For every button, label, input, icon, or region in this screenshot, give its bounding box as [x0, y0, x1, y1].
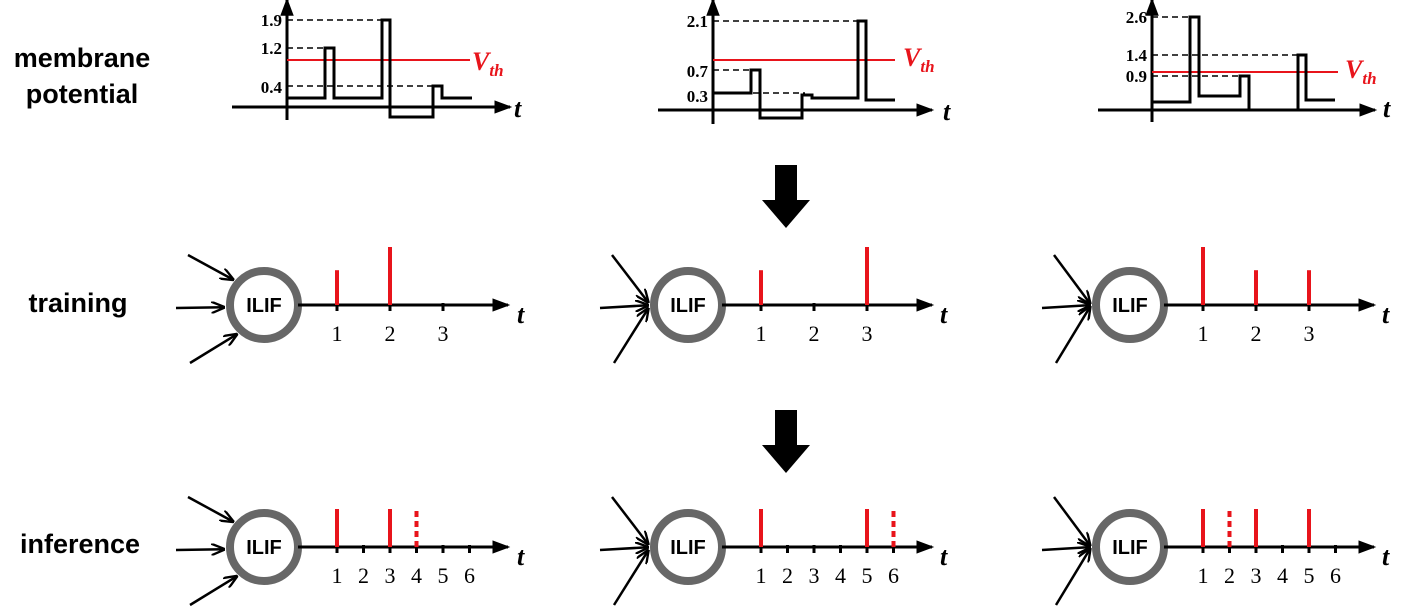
input-arrow [1052, 496, 1090, 546]
time-axis-label: t [1382, 300, 1390, 329]
training-panel-1: ILIF t 1 2 3 [175, 247, 525, 365]
tick-label: 3 [1251, 563, 1262, 588]
row-label-potential: potential [26, 79, 139, 109]
membrane-panel-1: Vth 1.9 1.2 0.4 t [232, 0, 522, 123]
level-label: 2.6 [1126, 8, 1147, 27]
input-arrow [175, 549, 224, 550]
training-panel-3: ILIF t 1 2 3 [1041, 247, 1390, 364]
membrane-trace [1152, 15, 1335, 112]
tick-label: 2 [782, 563, 793, 588]
level-label: 2.1 [687, 12, 708, 31]
tick-label: 1 [756, 321, 767, 346]
time-axis-label: t [1382, 542, 1390, 571]
membrane-panel-2: Vth 2.1 0.7 0.3 t [658, 0, 951, 126]
tick-label: 1 [1198, 321, 1209, 346]
time-axis-label: t [1383, 94, 1391, 123]
tick-label: 1 [332, 321, 343, 346]
training-panel-2: ILIF t 1 2 3 [599, 247, 948, 364]
tick-label: 3 [1304, 321, 1315, 346]
neuron-label: ILIF [670, 295, 706, 317]
down-arrow-icon-2 [762, 410, 810, 473]
tick-label: 2 [809, 321, 820, 346]
neuron-label: ILIF [246, 295, 282, 317]
input-arrow [1041, 305, 1090, 308]
tick-label: 2 [1251, 321, 1262, 346]
level-label: 0.4 [261, 78, 283, 97]
tick-label: 2 [1224, 563, 1235, 588]
membrane-trace [713, 19, 895, 120]
row-label-membrane: membrane [14, 43, 151, 73]
input-arrow [1052, 254, 1090, 304]
time-axis-label: t [940, 542, 948, 571]
tick-label: 5 [1304, 563, 1315, 588]
tick-label: 2 [358, 563, 369, 588]
time-axis-label: t [940, 300, 948, 329]
tick-label: 3 [438, 321, 449, 346]
neuron-label: ILIF [670, 537, 706, 559]
input-arrow [599, 547, 648, 550]
input-arrow [187, 253, 233, 280]
input-arrow [1054, 307, 1090, 364]
level-label: 1.2 [261, 39, 282, 58]
input-arrow [599, 305, 648, 308]
row-label-inference: inference [20, 529, 140, 559]
level-label: 0.7 [687, 62, 709, 81]
tick-label: 4 [411, 563, 422, 588]
time-axis-label: t [517, 542, 525, 571]
time-axis-label: t [517, 300, 525, 329]
level-label: 1.4 [1126, 46, 1148, 65]
tick-label: 6 [464, 563, 475, 588]
input-arrow [611, 496, 648, 544]
time-axis-label: t [514, 94, 522, 123]
time-axis-label: t [943, 97, 951, 126]
tick-label: 1 [756, 563, 767, 588]
tick-label: 1 [332, 563, 343, 588]
tick-label: 1 [1198, 563, 1209, 588]
tick-label: 3 [862, 321, 873, 346]
tick-label: 5 [438, 563, 449, 588]
tick-label: 6 [888, 563, 899, 588]
input-arrow [189, 334, 237, 365]
tick-label: 4 [835, 563, 846, 588]
down-arrow-icon-1 [762, 165, 810, 228]
threshold-label: Vth [472, 47, 504, 80]
threshold-label: Vth [903, 43, 935, 76]
tick-label: 2 [385, 321, 396, 346]
tick-label: 6 [1330, 563, 1341, 588]
level-label: 0.3 [687, 87, 708, 106]
tick-label: 3 [809, 563, 820, 588]
input-arrow [612, 309, 648, 364]
tick-label: 5 [862, 563, 873, 588]
input-arrow [175, 307, 224, 308]
level-label: 0.9 [1126, 67, 1147, 86]
input-arrow [1041, 547, 1090, 550]
input-arrow [612, 551, 648, 606]
tick-label: 3 [385, 563, 396, 588]
neuron-label: ILIF [1112, 537, 1148, 559]
neuron-label: ILIF [1112, 295, 1148, 317]
tick-label: 4 [1277, 563, 1288, 588]
membrane-panel-3: Vth 2.6 1.4 0.9 t [1098, 0, 1391, 123]
neuron-label: ILIF [246, 537, 282, 559]
input-arrow [611, 254, 648, 302]
membrane-trace [287, 18, 472, 119]
input-arrow [189, 576, 237, 607]
input-arrow [187, 495, 233, 522]
threshold-label: Vth [1345, 55, 1377, 88]
level-label: 1.9 [261, 11, 282, 30]
row-label-training: training [29, 288, 128, 318]
input-arrow [1054, 549, 1090, 606]
